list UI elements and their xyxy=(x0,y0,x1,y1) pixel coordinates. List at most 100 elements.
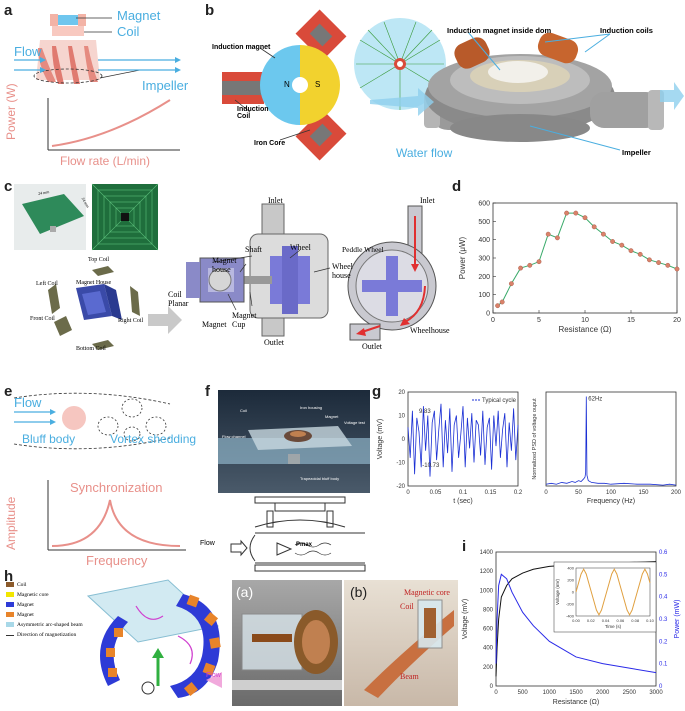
inset-x-tick-label: 0.04 xyxy=(602,618,611,623)
shaft-label: Shaft xyxy=(245,245,262,254)
panel-letter-c: c xyxy=(4,178,13,195)
flow-rate-axis-label: Flow rate (L/min) xyxy=(60,154,151,168)
panel-a-diagram xyxy=(14,14,181,151)
x-tick-label: 1000 xyxy=(543,690,557,696)
coil-label: Coil xyxy=(117,24,140,39)
x-tick-label: 2000 xyxy=(596,690,610,696)
voltage-line xyxy=(407,403,519,477)
data-point xyxy=(674,266,680,272)
magnet-cup-label: Magnet Cup xyxy=(232,311,257,329)
plot-frame xyxy=(407,391,519,487)
legend-swatch xyxy=(6,592,14,597)
y-tick-label: -20 xyxy=(396,484,405,490)
data-point xyxy=(591,224,597,230)
legend-item: Asymmetric arc-shaped beam xyxy=(6,622,86,628)
legend-label: Typical cycle xyxy=(482,398,517,404)
turbine-device xyxy=(424,32,664,142)
front-coil-label: Front Coil xyxy=(30,316,55,322)
magnet-shape xyxy=(57,15,79,25)
magnetic-core-label: Magnetic core xyxy=(404,588,450,597)
x-tick-label: 0.2 xyxy=(514,490,523,496)
left-coil-label: Left Coil xyxy=(36,281,58,287)
inset-y-tick-label: -200 xyxy=(566,602,575,607)
x-axis-label: Resistance (Ω) xyxy=(558,325,611,334)
panel-letter-e: e xyxy=(4,383,13,400)
x-tick-label: 200 xyxy=(671,490,682,496)
panel-letter-b: b xyxy=(205,2,215,19)
y-left-axis-label: Voltage (mV) xyxy=(462,599,469,639)
inset-x-tick-label: 0.06 xyxy=(617,618,626,623)
sub-label-b: (b) xyxy=(350,584,368,600)
south-label: S xyxy=(315,80,321,89)
legend-label: Magnet xyxy=(17,602,34,608)
flow-e-label: Flow xyxy=(14,395,42,410)
coil-f-label: Coil xyxy=(240,408,247,413)
inset-x-label: Time (s) xyxy=(605,624,622,629)
inset-y-tick-label: 200 xyxy=(567,578,574,583)
flow-f-label: Flow xyxy=(200,540,215,547)
x-tick-label: 20 xyxy=(673,317,681,324)
y-right-tick-label: 0 xyxy=(659,684,663,690)
data-point xyxy=(518,265,523,271)
y-axis-label: Voltage (mV) xyxy=(377,419,384,459)
flow-channel-label: Flow channel xyxy=(222,434,246,439)
impeller-label: Impeller xyxy=(142,78,189,93)
y-left-tick-label: 0 xyxy=(490,684,494,690)
panel-letter-g: g xyxy=(372,383,382,400)
inset-y-tick-label: -400 xyxy=(566,614,575,619)
induction-coils-label: Induction coils xyxy=(600,26,653,35)
x-tick-label: 150 xyxy=(638,490,649,496)
y-tick-label: 400 xyxy=(478,237,490,244)
data-point xyxy=(619,242,625,248)
plot-frame xyxy=(545,391,677,487)
bluff-body-label: Bluff body xyxy=(22,432,76,446)
psd-line xyxy=(545,396,677,486)
y-left-tick-label: 1000 xyxy=(480,588,494,594)
x-tick-label: 15 xyxy=(627,317,635,324)
legend-swatch xyxy=(6,635,14,636)
panel-e-diagram xyxy=(13,392,186,551)
legend-item: Magnet xyxy=(6,612,86,618)
legend-label: Magnet xyxy=(17,612,34,618)
wheelhouse-label: Wheelhouse xyxy=(410,326,450,335)
x-tick-label: 500 xyxy=(518,690,529,696)
y-left-tick-label: 800 xyxy=(483,607,494,613)
legend-item: Direction of magnetization xyxy=(6,632,86,638)
magnet-f-label: Magnet xyxy=(325,414,339,419)
panel-letter-a: a xyxy=(4,2,13,19)
pmax-label: Pmax xyxy=(296,542,313,548)
y-left-tick-label: 1400 xyxy=(480,550,494,556)
coil-planar-label: Coil Planar xyxy=(168,290,189,308)
magnet-house-label: Magnet house xyxy=(212,256,237,274)
annotation-low: -10.73 xyxy=(422,463,440,469)
y-axis-label: Normalized PSD of voltage ouput xyxy=(532,398,538,480)
y-right-tick-label: 0.1 xyxy=(659,662,668,668)
arc-beam-diagram xyxy=(86,579,222,698)
magnet-house-box-label: Magnet House xyxy=(76,280,112,286)
c-arrow xyxy=(148,306,182,334)
x-tick-label: 5 xyxy=(537,317,541,324)
annotation-high: 9.83 xyxy=(419,409,431,415)
inset-y-tick-label: 0 xyxy=(572,590,575,595)
y-left-tick-label: 1200 xyxy=(480,569,494,575)
induction-coil-left xyxy=(222,72,264,104)
panel-letter-h: h xyxy=(4,568,14,585)
inlet2-label: Inlet xyxy=(420,196,435,205)
north-label: N xyxy=(284,80,290,89)
bottom-coil-label: Bottom Coil xyxy=(76,346,106,352)
inset-curve xyxy=(575,568,651,616)
y-tick-label: 300 xyxy=(478,256,490,263)
magnet-label: Magnet xyxy=(117,8,161,23)
data-point xyxy=(495,303,500,309)
beam-label: Beam xyxy=(400,672,419,681)
coil-h-label: Coil xyxy=(400,602,414,611)
x-axis-label: Frequency (Hz) xyxy=(587,498,635,505)
vortex-label: Vortex shedding xyxy=(110,432,197,446)
frequency-axis-label: Frequency xyxy=(86,553,148,568)
data-point xyxy=(665,262,671,268)
outlet-label: Outlet xyxy=(264,338,284,347)
y-right-tick-label: 0.2 xyxy=(659,639,668,645)
wheel-label: Wheel xyxy=(290,243,311,252)
